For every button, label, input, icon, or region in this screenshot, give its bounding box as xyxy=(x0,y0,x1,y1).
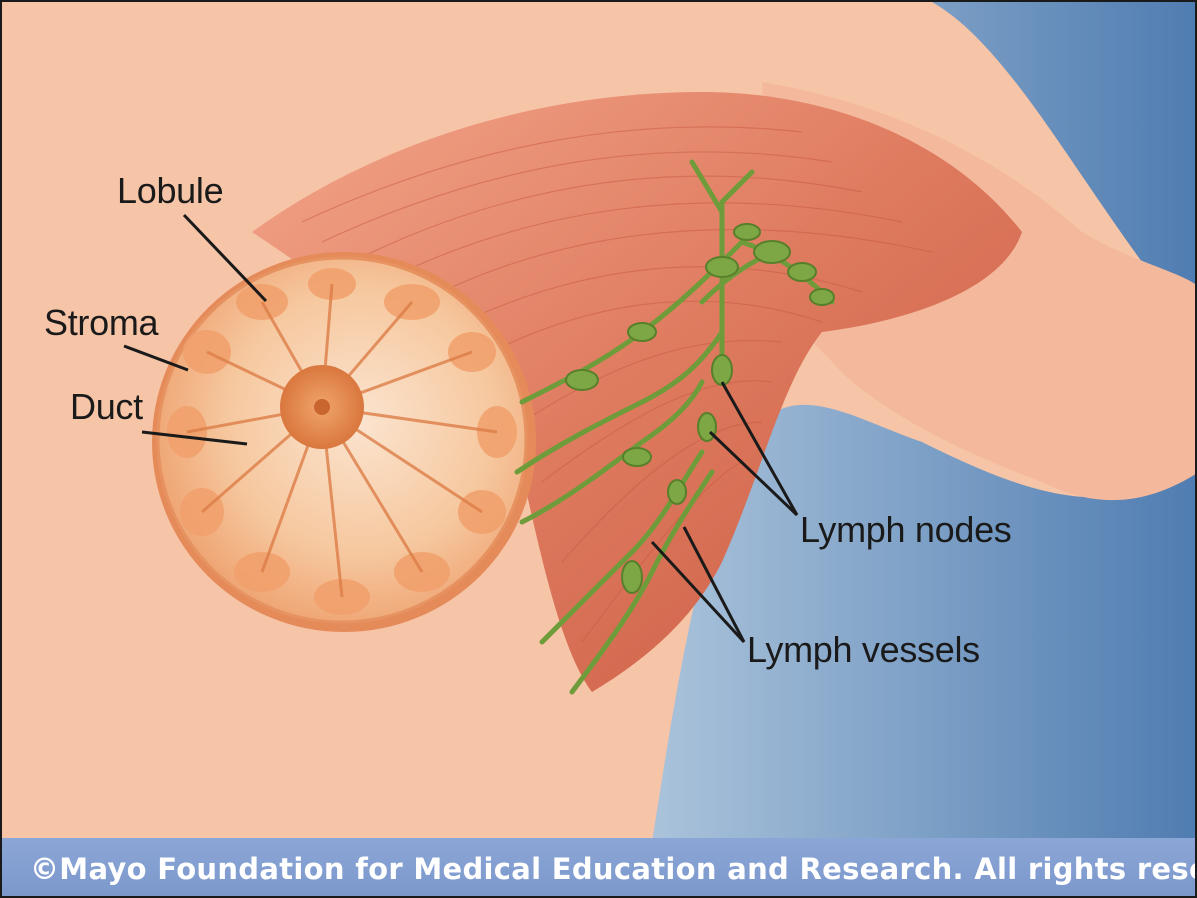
label-lymph-nodes: Lymph nodes xyxy=(800,509,1012,551)
label-lymph-vessels: Lymph vessels xyxy=(747,629,980,671)
copyright-text: ©Mayo Foundation for Medical Education a… xyxy=(30,852,1197,886)
copyright-footer: ©Mayo Foundation for Medical Education a… xyxy=(2,838,1197,898)
label-lobule: Lobule xyxy=(117,170,223,212)
label-stroma: Stroma xyxy=(44,302,158,344)
label-duct: Duct xyxy=(70,386,143,428)
breast-tissue xyxy=(152,252,536,632)
